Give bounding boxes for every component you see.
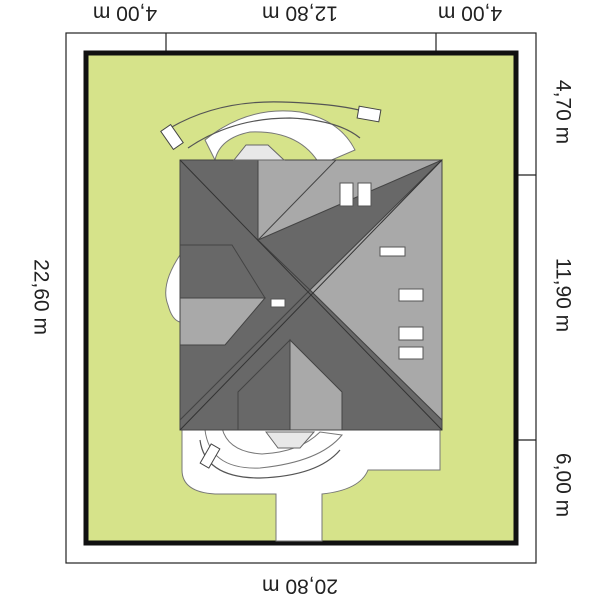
dim-top-middle: 12,80 m: [262, 1, 338, 24]
dim-top-left: 4,00 m: [93, 1, 157, 24]
paving: [165, 110, 441, 542]
dim-right-top: 4,70 m: [551, 80, 574, 144]
skylights: [270, 182, 424, 360]
entrance-canopy: [232, 144, 286, 161]
skylight: [339, 182, 354, 207]
driveway: [181, 419, 441, 542]
dim-right-bottom: 6,00 m: [551, 453, 574, 517]
front-terrace-arc: [204, 110, 356, 166]
skylight: [398, 346, 424, 360]
skylight: [398, 326, 424, 341]
rear-terrace-arc: [204, 427, 343, 469]
roof-rear-gable-light: [289, 338, 343, 431]
left-bay: [165, 253, 181, 323]
terrace-post-rear: [199, 443, 221, 469]
dim-right-middle: 11,90 m: [551, 258, 574, 332]
roof-front-gable: [257, 159, 338, 242]
skylight: [357, 182, 372, 207]
dim-bottom-total: 20,80 m: [262, 574, 338, 597]
rear-canopy: [265, 431, 316, 449]
dim-left-total: 22,60 m: [29, 259, 52, 335]
skylight: [398, 288, 424, 302]
roof-left-wing-light: [179, 297, 267, 346]
skylight: [379, 246, 406, 257]
skylight: [270, 298, 286, 308]
dim-top-right: 4,00 m: [438, 1, 502, 24]
terrace-post-right: [356, 105, 382, 123]
terrace-post-left: [160, 123, 184, 151]
